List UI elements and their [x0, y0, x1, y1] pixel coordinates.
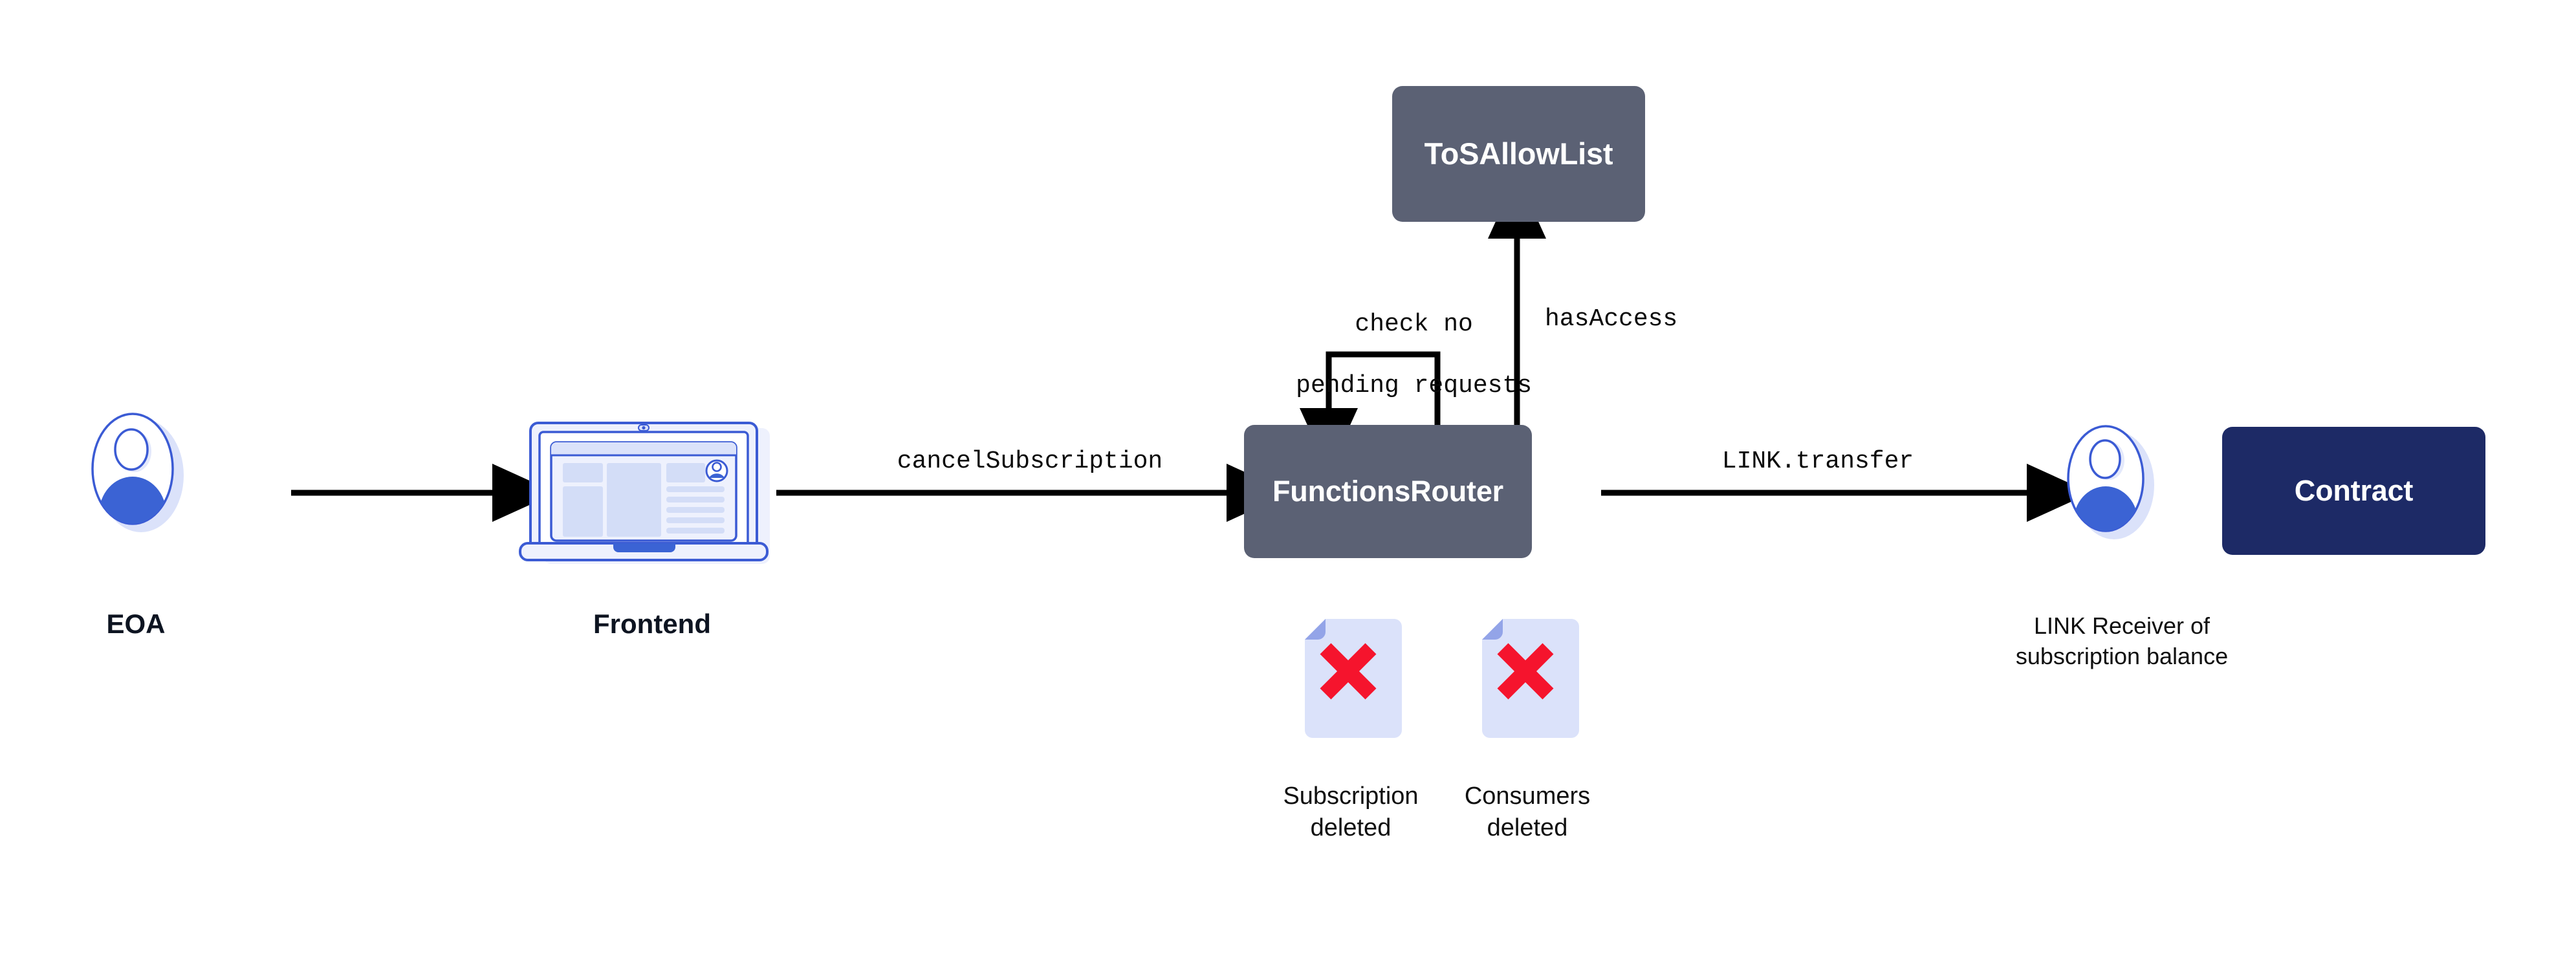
subscription-deleted-label: Subscription deleted: [1250, 781, 1451, 845]
consumers-deleted-line-2: deleted: [1487, 814, 1568, 842]
consumers-deleted-line-1: Consumers: [1464, 783, 1591, 810]
check-line-1: check no: [1355, 310, 1473, 338]
eoa-label: EOA: [106, 609, 166, 639]
subscription-deleted-line-1: Subscription: [1283, 783, 1419, 810]
frontend-label: Frontend: [593, 609, 711, 639]
user-avatar-icon: [2057, 420, 2161, 543]
consumers-deleted-label: Consumers deleted: [1427, 781, 1628, 845]
tos-allowlist-label: ToSAllowList: [1424, 136, 1613, 171]
edge-label-cancel-subscription: cancelSubscription: [897, 448, 1163, 475]
node-functions-router[interactable]: FunctionsRouter: [1244, 425, 1532, 558]
document-deleted-icon: [1296, 618, 1404, 739]
subscription-deleted-line-2: deleted: [1310, 814, 1392, 842]
contract-label: Contract: [2294, 474, 2414, 508]
functions-router-label: FunctionsRouter: [1272, 475, 1503, 508]
edge-label-link-transfer: LINK.transfer: [1721, 448, 1914, 475]
laptop-browser-icon: [516, 409, 788, 577]
document-deleted-icon: [1473, 618, 1582, 739]
node-contract[interactable]: Contract: [2222, 427, 2485, 555]
edge-label-check-no-pending-requests: check no pending requests: [1223, 278, 1546, 432]
link-receiver-line-1: LINK Receiver of: [2033, 612, 2210, 639]
link-receiver-label: LINK Receiver of subscription balance: [1992, 611, 2251, 672]
check-line-2: pending requests: [1296, 371, 1533, 400]
link-receiver-line-2: subscription balance: [2015, 642, 2229, 669]
user-avatar-icon: [84, 411, 188, 534]
node-tos-allowlist[interactable]: ToSAllowList: [1392, 86, 1645, 222]
edge-label-has-access: hasAccess: [1545, 305, 1678, 333]
